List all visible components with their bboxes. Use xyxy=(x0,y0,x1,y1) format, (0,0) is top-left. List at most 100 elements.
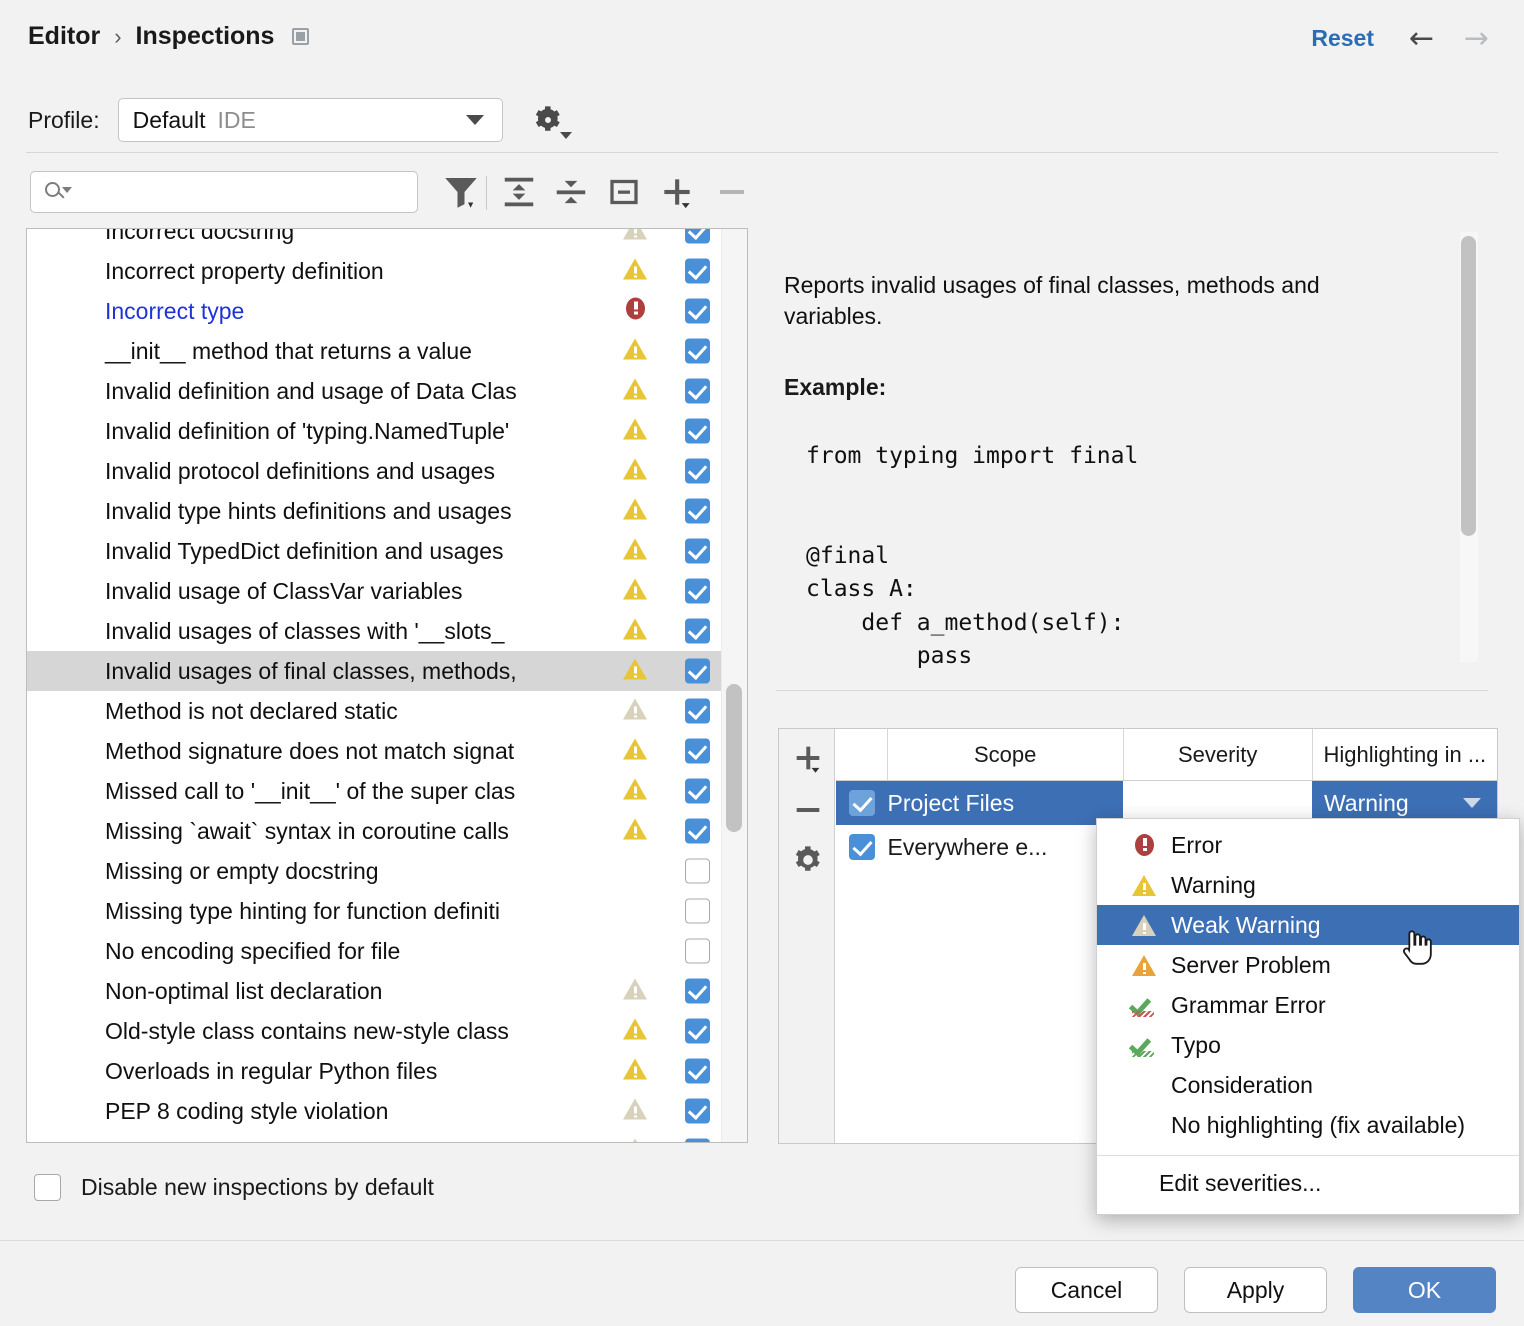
disable-new-inspections-row[interactable]: Disable new inspections by default xyxy=(34,1174,434,1201)
apply-button[interactable]: Apply xyxy=(1184,1267,1327,1313)
search-field[interactable] xyxy=(69,178,389,206)
gear-icon[interactable] xyxy=(531,103,572,139)
list-scrollbar-track[interactable] xyxy=(721,229,747,1142)
inspection-checkbox[interactable] xyxy=(685,458,710,484)
scope-row-checkbox-cell[interactable] xyxy=(836,825,888,869)
column-header-severity[interactable]: Severity xyxy=(1124,729,1313,780)
remove-icon[interactable] xyxy=(791,791,825,834)
remove-icon[interactable] xyxy=(714,171,750,218)
inspection-checkbox[interactable] xyxy=(685,578,710,604)
severity-item-label: Warning xyxy=(1171,871,1256,898)
inspection-row[interactable]: Invalid definition and usage of Data Cla… xyxy=(27,371,721,411)
example-label: Example: xyxy=(784,374,887,400)
inspection-checkbox[interactable] xyxy=(685,1138,710,1142)
disable-new-inspections-checkbox[interactable] xyxy=(34,1174,61,1201)
scope-row-checkbox[interactable] xyxy=(848,790,875,816)
warning-icon xyxy=(623,418,647,440)
inspection-checkbox[interactable] xyxy=(685,898,710,924)
gear-icon[interactable] xyxy=(791,841,825,884)
inspection-row[interactable]: Invalid definition of 'typing.NamedTuple… xyxy=(27,411,721,451)
inspection-row[interactable]: Missing type hinting for function defini… xyxy=(27,891,721,931)
inspection-checkbox[interactable] xyxy=(685,658,710,684)
severity-menu-item[interactable]: Weak Warning xyxy=(1097,905,1519,945)
scope-table-row[interactable]: Everywhere e... xyxy=(836,825,1497,869)
severity-menu-item[interactable]: Grammar Error xyxy=(1097,985,1519,1025)
inspection-checkbox[interactable] xyxy=(685,498,710,524)
inspection-row[interactable]: Missing `await` syntax in coroutine call… xyxy=(27,811,721,851)
severity-menu-item[interactable]: Consideration xyxy=(1097,1065,1519,1105)
column-header-highlighting[interactable]: Highlighting in ... xyxy=(1323,741,1487,767)
inspection-checkbox[interactable] xyxy=(685,858,710,884)
breadcrumb-parent[interactable]: Editor xyxy=(28,22,101,50)
inspection-row[interactable]: Invalid type hints definitions and usage… xyxy=(27,491,721,531)
reset-button[interactable]: Reset xyxy=(1311,25,1374,51)
inspection-row[interactable]: Incorrect docstring xyxy=(27,229,721,251)
inspection-checkbox[interactable] xyxy=(685,1098,710,1124)
inspection-checkbox[interactable] xyxy=(685,778,710,804)
list-scrollbar-thumb[interactable] xyxy=(726,684,742,832)
weak-warning-icon xyxy=(623,1098,647,1120)
inspection-row[interactable]: No encoding specified for file xyxy=(27,931,721,971)
inspection-checkbox[interactable] xyxy=(685,938,710,964)
add-icon[interactable] xyxy=(658,171,696,218)
inspection-row[interactable]: Invalid usage of ClassVar variables xyxy=(27,571,721,611)
inspection-checkbox[interactable] xyxy=(685,738,710,764)
inspection-checkbox[interactable] xyxy=(685,378,710,404)
column-header-check[interactable] xyxy=(836,729,888,780)
inspection-checkbox[interactable] xyxy=(685,698,710,724)
inspection-row[interactable]: Overloads in regular Python files xyxy=(27,1051,721,1091)
profile-dropdown[interactable]: Default IDE xyxy=(117,98,503,142)
inspection-row[interactable]: __init__ method that returns a value xyxy=(27,331,721,371)
inspection-row[interactable]: PEP 8 naming convention violation xyxy=(27,1131,721,1142)
inspection-row[interactable]: Invalid usages of final classes, methods… xyxy=(27,651,721,691)
inspection-row[interactable]: Missing or empty docstring xyxy=(27,851,721,891)
inspection-row[interactable]: Incorrect property definition xyxy=(27,251,721,291)
window-icon[interactable] xyxy=(292,28,310,45)
scope-row-highlighting[interactable]: Warning xyxy=(1311,781,1497,825)
inspection-checkbox[interactable] xyxy=(685,338,710,364)
inspection-row[interactable]: Method signature does not match signat xyxy=(27,731,721,771)
inspection-checkbox[interactable] xyxy=(685,1018,710,1044)
inspection-checkbox[interactable] xyxy=(685,298,710,324)
inspection-checkbox[interactable] xyxy=(685,538,710,564)
inspection-row[interactable]: Incorrect type xyxy=(27,291,721,331)
inspection-row[interactable]: Method is not declared static xyxy=(27,691,721,731)
inspection-checkbox[interactable] xyxy=(685,229,710,244)
filter-icon[interactable] xyxy=(440,171,482,218)
inspection-checkbox[interactable] xyxy=(685,618,710,644)
forward-arrow-icon[interactable]: → xyxy=(1463,21,1489,56)
inspection-row[interactable]: Invalid usages of classes with '__slots_ xyxy=(27,611,721,651)
scope-row-checkbox[interactable] xyxy=(848,834,875,860)
inspection-row[interactable]: Invalid TypedDict definition and usages xyxy=(27,531,721,571)
severity-menu-item[interactable]: Error xyxy=(1097,825,1519,865)
add-icon[interactable] xyxy=(791,739,825,782)
severity-menu-item[interactable]: Server Problem xyxy=(1097,945,1519,985)
inspection-row[interactable]: Old-style class contains new-style class xyxy=(27,1011,721,1051)
inspection-row[interactable]: Missed call to '__init__' of the super c… xyxy=(27,771,721,811)
cancel-button[interactable]: Cancel xyxy=(1015,1267,1158,1313)
back-arrow-icon[interactable]: ← xyxy=(1408,21,1434,56)
inspection-checkbox[interactable] xyxy=(685,258,710,284)
inspection-row[interactable]: Non-optimal list declaration xyxy=(27,971,721,1011)
inspection-row[interactable]: Invalid protocol definitions and usages xyxy=(27,451,721,491)
edit-severities-menu-item[interactable]: Edit severities... xyxy=(1097,1162,1519,1204)
search-input[interactable] xyxy=(30,171,418,213)
collapse-node-icon[interactable] xyxy=(606,171,642,218)
column-header-scope[interactable]: Scope xyxy=(888,729,1124,780)
severity-menu-item[interactable]: No highlighting (fix available) xyxy=(1097,1105,1519,1145)
severity-menu-item[interactable]: Warning xyxy=(1097,865,1519,905)
scope-row-checkbox-cell[interactable] xyxy=(836,781,888,825)
inspection-checkbox[interactable] xyxy=(685,1058,710,1084)
expand-all-icon[interactable] xyxy=(500,171,538,218)
inspection-checkbox[interactable] xyxy=(685,418,710,444)
description-scrollbar-thumb[interactable] xyxy=(1461,236,1476,536)
inspection-row[interactable]: PEP 8 coding style violation xyxy=(27,1091,721,1131)
severity-menu-item[interactable]: Typo xyxy=(1097,1025,1519,1065)
inspection-checkbox[interactable] xyxy=(685,978,710,1004)
collapse-all-icon[interactable] xyxy=(552,171,590,218)
inspection-checkbox[interactable] xyxy=(685,818,710,844)
ok-button[interactable]: OK xyxy=(1353,1267,1496,1313)
